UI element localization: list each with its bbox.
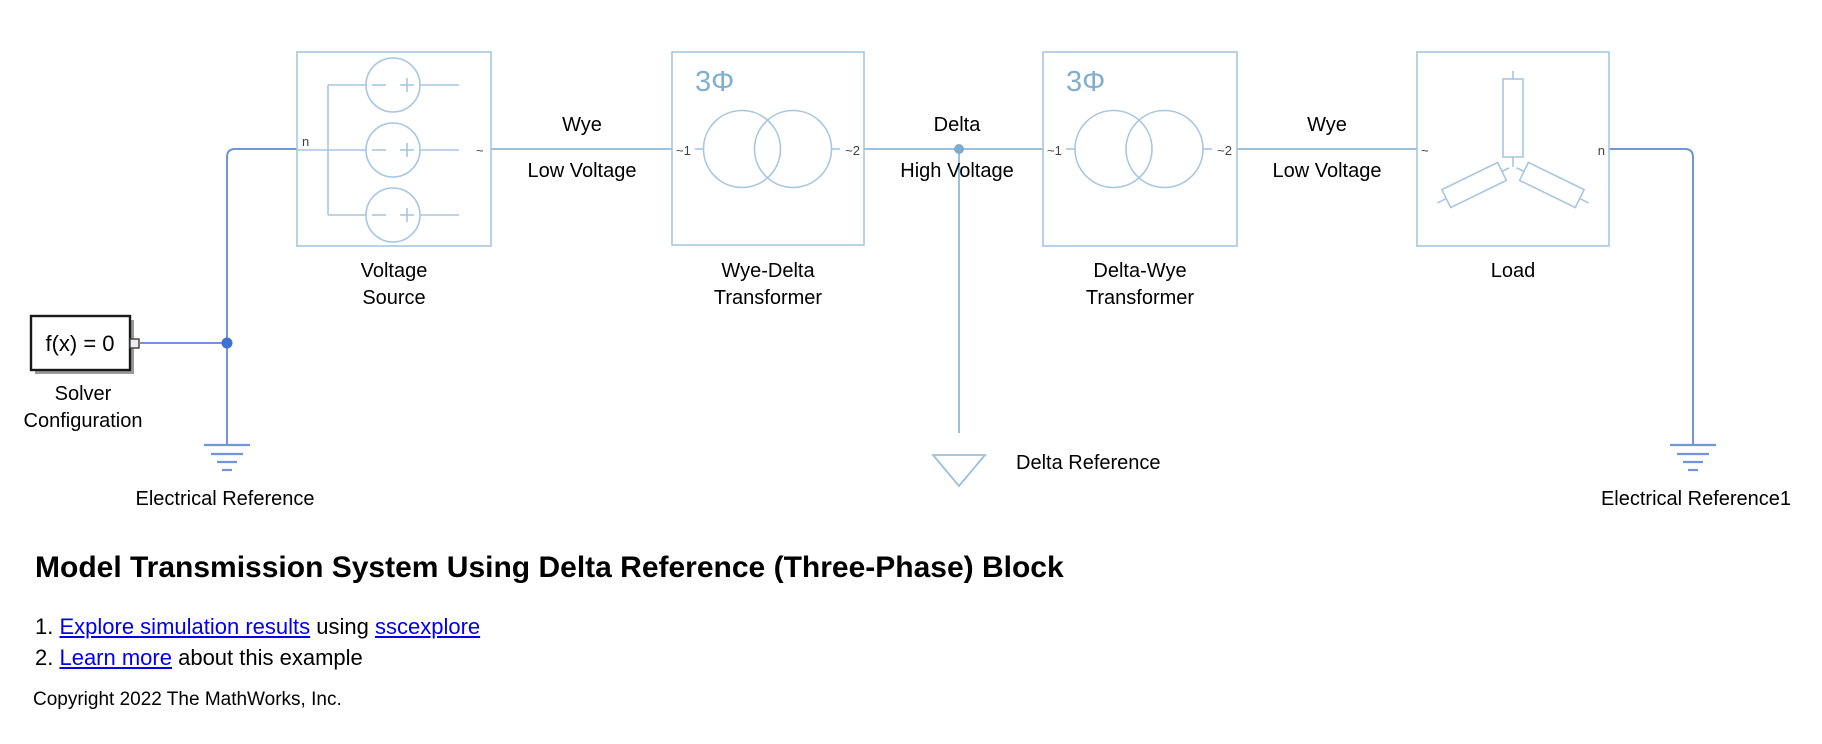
ground-icon [204,443,250,472]
wire-label-wye-2: Wye [1307,114,1347,136]
wire-label-low-voltage-1: Low Voltage [528,160,637,182]
diagram-canvas: n ~ Voltage Source 3Φ ~1 ~2 Wye-Delta Tr… [24,51,1791,510]
block-solver-configuration[interactable]: f(x) = 0 [29,314,140,374]
transformer-icon [1066,109,1212,189]
electrical-reference1-label: Electrical Reference1 [1601,488,1791,510]
note-1-middle: using [310,614,375,639]
block-load[interactable]: ~ n [1416,51,1610,247]
wye-load-icon [1436,71,1590,209]
solver-outline[interactable] [29,314,132,372]
port-label-out: ~2 [1217,143,1232,158]
wye-delta-label-line1: Wye-Delta [721,260,815,282]
voltage-source-label-line2: Source [362,287,425,309]
explore-simulation-results-link[interactable]: Explore simulation results [59,614,311,639]
electrical-reference-label: Electrical Reference [136,488,315,510]
note-2-suffix: about this example [171,645,363,670]
solver-port[interactable] [129,338,140,349]
port-label-in: ~ [1421,143,1429,158]
port-label-out: ~2 [845,143,860,158]
load-label: Load [1491,260,1536,282]
port-label-in: ~1 [676,143,691,158]
block-delta-wye-transformer[interactable]: 3Φ ~1 ~2 [1042,51,1238,247]
note-item-2: 2. Learn more about this example [35,642,480,673]
sscexplore-link[interactable]: sscexplore [374,614,481,639]
learn-more-link[interactable]: Learn more [59,645,172,670]
block-delta-reference[interactable] [931,454,987,488]
wire-label-delta: Delta [934,114,982,136]
note-2-number: 2. [35,645,60,670]
wire-label-low-voltage-2: Low Voltage [1273,160,1382,182]
voltage-source-label-line1: Voltage [361,260,428,282]
port-label-out: ~ [476,143,484,158]
block-voltage-source[interactable]: n ~ [296,51,492,247]
block-electrical-reference1[interactable] [1670,443,1716,472]
solver-label-line1: Solver [55,383,112,405]
block-wye-delta-transformer[interactable]: 3Φ ~1 ~2 [671,51,865,246]
block-electrical-reference[interactable] [204,443,250,472]
junction-dot-delta [954,144,964,154]
wye-delta-label-line2: Transformer [714,287,823,309]
port-label-n: n [1598,143,1605,158]
delta-triangle-icon [931,454,987,488]
three-phase-badge: 3Φ [1066,66,1105,98]
port-label-in: ~1 [1047,143,1062,158]
note-1-number: 1. [35,614,60,639]
delta-reference-label: Delta Reference [1016,452,1161,474]
junction-dot-solver [221,337,233,349]
wire-load-n-to-ground[interactable] [1609,148,1694,444]
delta-wye-label-line1: Delta-Wye [1093,260,1186,282]
model-notes: 1. Explore simulation results using ssce… [35,611,480,673]
port-label-n: n [302,134,309,149]
note-item-1: 1. Explore simulation results using ssce… [35,611,480,642]
solver-display-text: f(x) = 0 [45,331,114,356]
three-phase-badge: 3Φ [695,66,734,98]
wire-label-high-voltage: High Voltage [900,160,1013,182]
voltage-source-outline[interactable] [296,51,492,247]
copyright-text: Copyright 2022 The MathWorks, Inc. [33,689,342,710]
three-phase-source-icon [297,57,459,243]
wire-label-wye-1: Wye [562,114,602,136]
wire-source-n-to-ground[interactable] [226,148,297,444]
model-title: Model Transmission System Using Delta Re… [35,551,1064,584]
solver-label-line2: Configuration [24,410,143,432]
delta-wye-label-line2: Transformer [1086,287,1195,309]
ground-icon [1670,443,1716,472]
transformer-icon [695,109,840,189]
